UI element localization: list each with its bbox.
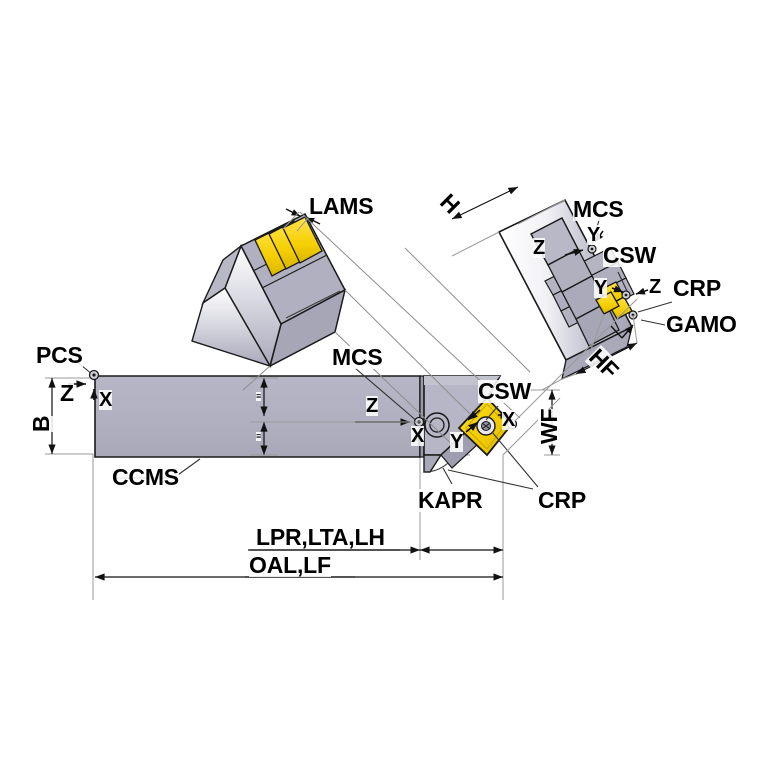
dim-underlines [245,549,400,578]
label-crp-inset: CRP [673,275,721,301]
dim-half-height [250,377,420,456]
kapr-angle-arc [423,462,449,473]
axis-label-insert-x: X [502,409,516,431]
inset-head-end-view [497,198,673,381]
axis-label-inset-z-crp: Z [649,276,662,298]
label-mcs-main: MCS [332,344,383,370]
label-pcs: PCS [36,342,83,368]
axis-label-mcs-x: X [411,425,425,447]
label-ccms: CCMS [112,464,179,490]
label-lams: LAMS [309,193,374,219]
tick-label-lower: ≡ [256,431,262,441]
label-mcs-inset: MCS [573,196,624,222]
label-gamo: GAMO [666,311,737,337]
inset-lams-detail [191,208,347,368]
axis-label-mcs-z: Z [366,395,379,417]
dim-label-lpr: LPR,LTA,LH [256,524,385,550]
label-kapr: KAPR [418,487,483,513]
tick-label-upper: ≡ [256,391,262,401]
label-csw-main: CSW [478,378,532,404]
insert-seat-ring [424,412,450,438]
axis-label-main-x: X [99,389,113,411]
dim-H [451,186,566,257]
axis-label-inset-z: Z [533,237,546,259]
dim-label-b: B [28,415,54,432]
insert-seat-inner-ring [429,417,445,433]
label-csw-inset: CSW [603,242,657,268]
axis-label-inset-y-mcs: Y [587,224,601,246]
axis-label-inset-y-csw: Y [594,277,608,299]
dim-label-wf: WF [536,408,562,444]
label-crp-main: CRP [538,487,586,513]
dim-label-oal: OAL,LF [249,552,331,578]
axis-label-main-z: Z [60,380,74,406]
axis-label-insert-y: Y [450,431,464,453]
